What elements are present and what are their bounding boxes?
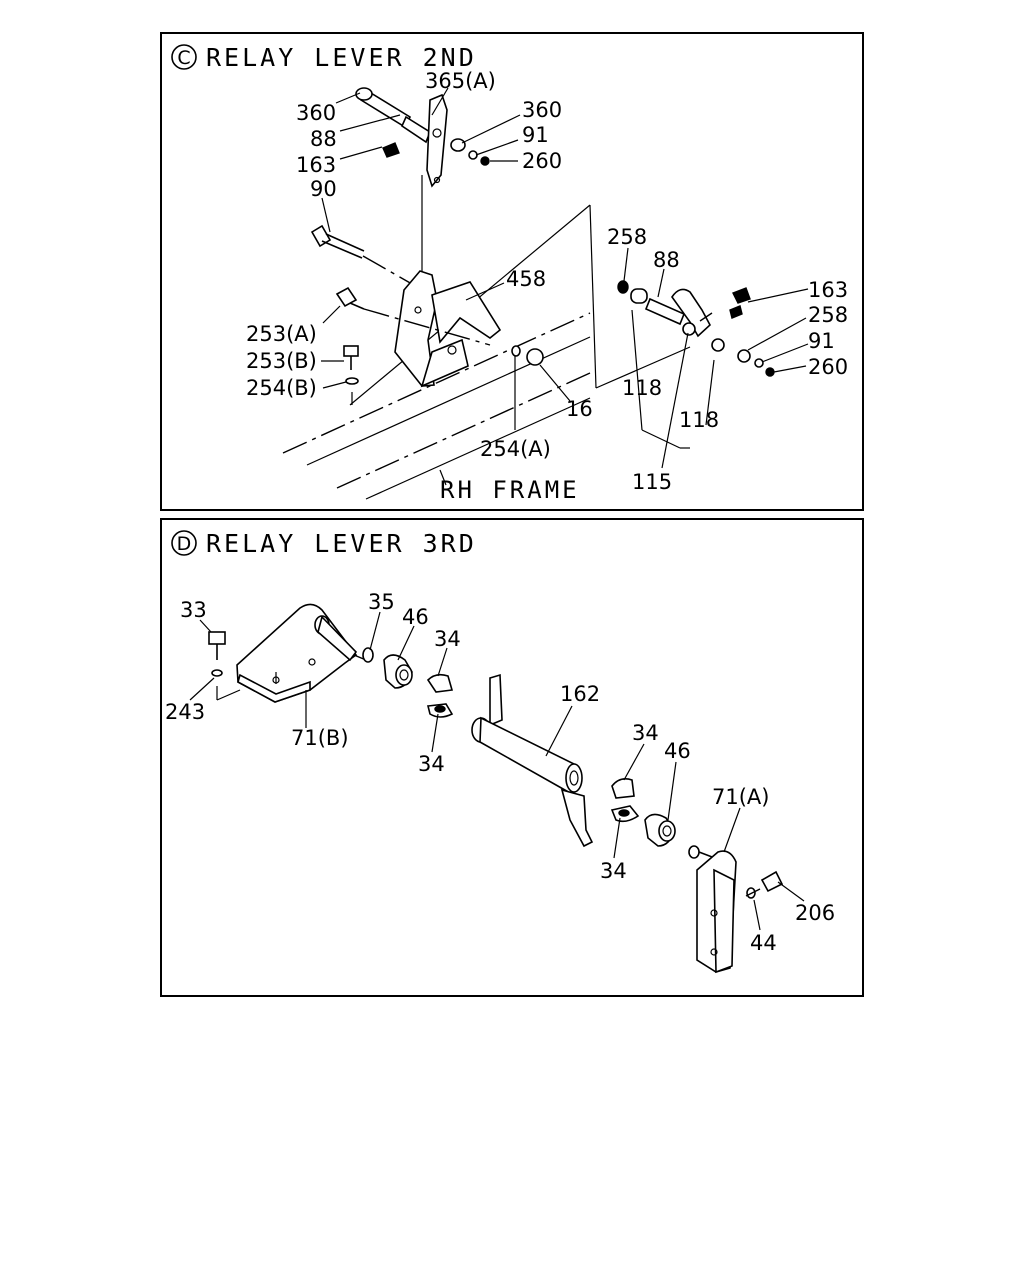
- callout-162: 162: [560, 682, 600, 706]
- callout-253b: 253(B): [246, 349, 317, 373]
- callout-206: 206: [795, 901, 835, 925]
- callout-254b: 254(B): [246, 376, 317, 400]
- bushes-34-left: [426, 673, 454, 718]
- section-d-leaders: [189, 611, 805, 931]
- rh-frame-label: RH FRAME: [440, 476, 580, 504]
- nut-washer-16: [511, 345, 544, 430]
- callout-260-right: 260: [808, 355, 848, 379]
- callout-258-right: 258: [808, 303, 848, 327]
- fasteners-253-254: [335, 286, 491, 405]
- section-c-header: C RELAY LEVER 2ND: [171, 43, 477, 72]
- callout-35: 35: [368, 590, 395, 614]
- callout-243: 243: [165, 700, 205, 724]
- callout-258-top: 258: [607, 225, 647, 249]
- callout-88-top: 88: [310, 127, 337, 151]
- callout-16: 16: [566, 397, 593, 421]
- callout-458: 458: [506, 267, 546, 291]
- bushes-34-46-right: [610, 778, 676, 847]
- rh-frame-rails: [282, 204, 691, 500]
- callout-254a: 254(A): [480, 437, 551, 461]
- callout-91-top: 91: [522, 123, 549, 147]
- callout-46-right: 46: [664, 739, 691, 763]
- callout-33: 33: [180, 598, 207, 622]
- callout-90: 90: [310, 177, 337, 201]
- section-c-callouts: 360 88 163 90 365(A) 360 91 260 458 253(…: [246, 69, 848, 494]
- callout-34-top-right: 34: [632, 721, 659, 745]
- shaft-162: [471, 673, 594, 848]
- callout-365a: 365(A): [425, 69, 496, 93]
- callout-118-right: 118: [679, 408, 719, 432]
- callout-91-right: 91: [808, 329, 835, 353]
- bushes-35-46-left: [362, 647, 413, 689]
- callout-360-left: 360: [296, 101, 336, 125]
- section-c-title: RELAY LEVER 2ND: [206, 43, 477, 72]
- callout-44: 44: [750, 931, 777, 955]
- callout-71a: 71(A): [712, 785, 769, 809]
- section-c-badge: C: [177, 47, 190, 69]
- bolt-33-washer-243: [208, 631, 241, 701]
- callout-360-right: 360: [522, 98, 562, 122]
- callout-88-right: 88: [653, 248, 680, 272]
- callout-34-top-left: 34: [434, 627, 461, 651]
- section-d-callouts: 33 243 35 46 34 34 71(B) 162 34 46 34 71…: [165, 590, 835, 955]
- section-d-title: RELAY LEVER 3RD: [206, 529, 477, 558]
- callout-46-left: 46: [402, 605, 429, 629]
- bolt-90: [310, 224, 441, 301]
- callout-34-bottom-left: 34: [418, 752, 445, 776]
- bracket-71a: [688, 845, 784, 974]
- section-c-leaders: [321, 87, 809, 469]
- callout-115: 115: [632, 470, 672, 494]
- section-c-badge-circle: [171, 44, 197, 70]
- section-d-badge-circle: [171, 530, 197, 556]
- section-d-header: D RELAY LEVER 3RD: [171, 529, 477, 558]
- upper-lever-assembly: [355, 87, 490, 290]
- bracket-458: [394, 270, 502, 388]
- lever-115-assembly: [617, 280, 775, 449]
- section-c-panel: [160, 32, 864, 511]
- callout-253a: 253(A): [246, 322, 317, 346]
- callout-163-right: 163: [808, 278, 848, 302]
- callout-260-top: 260: [522, 149, 562, 173]
- bracket-71b: [236, 603, 367, 703]
- section-d-badge: D: [177, 533, 192, 555]
- callout-163-left: 163: [296, 153, 336, 177]
- callout-71b: 71(B): [291, 726, 349, 750]
- callout-34-bottom-right: 34: [600, 859, 627, 883]
- callout-118-left: 118: [622, 376, 662, 400]
